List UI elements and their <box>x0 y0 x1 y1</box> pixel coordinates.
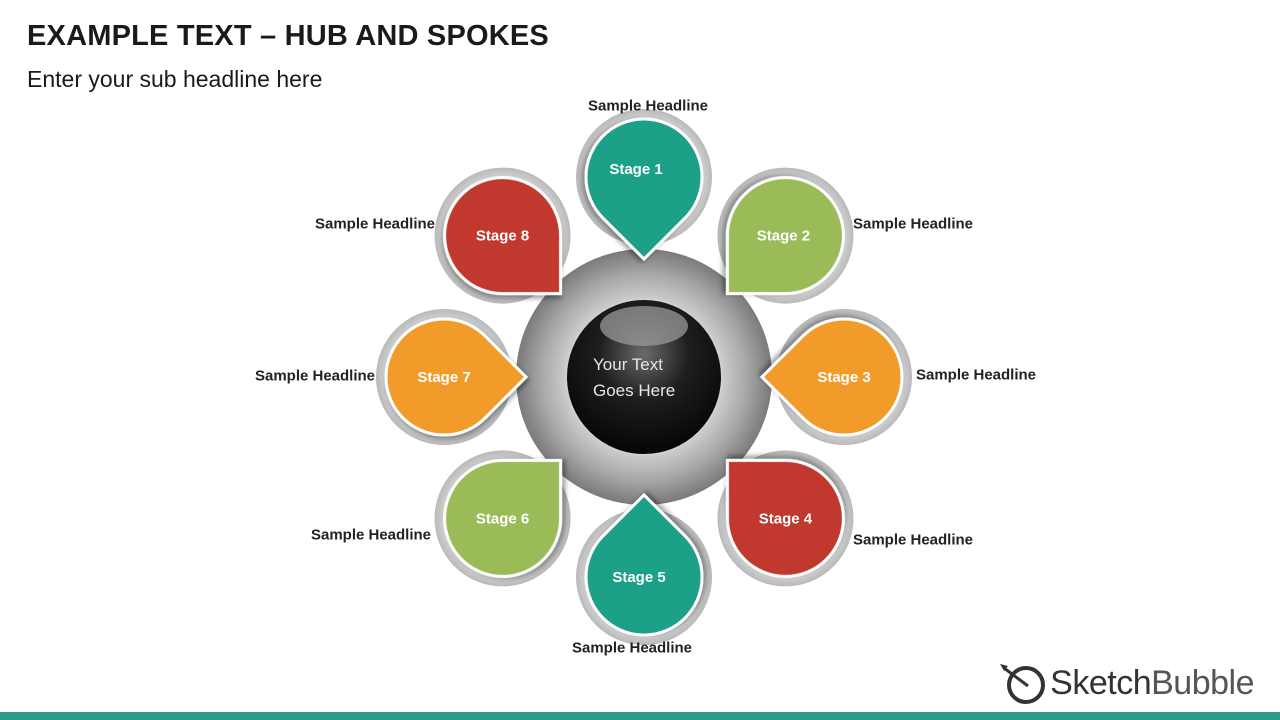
stage-7-headline: Sample Headline <box>254 367 376 385</box>
page-subtitle: Enter your sub headline here <box>27 66 323 92</box>
stage-1-petal[interactable] <box>584 117 704 262</box>
stage-petal-shape <box>725 458 845 578</box>
stage-8-label: Stage 8 <box>476 228 529 245</box>
stage-2-label: Stage 2 <box>757 228 810 245</box>
stage-8-petal[interactable] <box>421 154 602 335</box>
stage-5-petal[interactable] <box>584 492 704 637</box>
stage-7-petal[interactable] <box>384 317 529 437</box>
logo-pencil-icon <box>1000 664 1046 704</box>
stage-4-petal[interactable] <box>686 419 867 600</box>
stage-3-petal[interactable] <box>759 317 904 437</box>
stage-5-headline: Sample Headline <box>571 639 693 657</box>
stage-1-label: Stage 1 <box>609 161 662 178</box>
stage-5-label: Stage 5 <box>612 569 665 586</box>
stage-8-headline: Sample Headline <box>314 215 436 233</box>
stage-petal-shape <box>584 492 704 637</box>
stage-4-label: Stage 4 <box>759 510 813 527</box>
stage-petal-shape <box>443 176 563 296</box>
logo-text: SketchBubble <box>1050 663 1254 702</box>
stage-1-headline: Sample Headline <box>587 97 709 115</box>
stage-petal-shape <box>443 458 563 578</box>
stage-2-petal[interactable] <box>686 154 867 335</box>
stage-7-label: Stage 7 <box>417 369 470 386</box>
stage-petal-shape <box>384 317 529 437</box>
stage-4-headline: Sample Headline <box>852 531 974 549</box>
stage-3-headline: Sample Headline <box>915 366 1037 384</box>
stage-3-label: Stage 3 <box>817 369 870 386</box>
hub-core <box>565 298 723 456</box>
page-title: EXAMPLE TEXT – HUB AND SPOKES <box>27 20 549 52</box>
hub-gloss <box>600 306 688 346</box>
stage-6-headline: Sample Headline <box>310 526 432 544</box>
stage-2-headline: Sample Headline <box>852 215 974 233</box>
accent-bar <box>0 712 1280 720</box>
hub-text-line1: Your Text <box>593 355 663 374</box>
stage-petal-shape <box>584 117 704 262</box>
sketchbubble-logo: SketchBubble <box>998 660 1254 706</box>
stage-petal-shape <box>725 176 845 296</box>
stage-petal-shape <box>759 317 904 437</box>
stage-6-label: Stage 6 <box>476 510 529 527</box>
stage-6-petal[interactable] <box>421 419 602 600</box>
hub: Your Text Goes Here <box>516 249 772 505</box>
hub-text-line2: Goes Here <box>593 381 675 400</box>
